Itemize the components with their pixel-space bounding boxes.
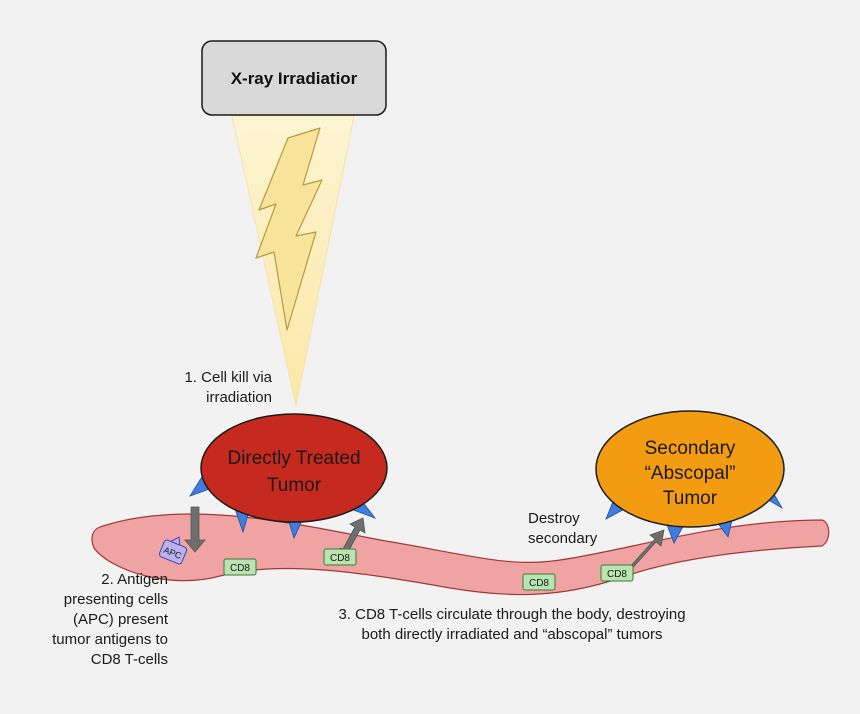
primary-tumor-label-line2: Tumor	[267, 475, 322, 496]
cd8-cell: CD8	[522, 573, 556, 591]
destroy-secondary-line2: secondary	[528, 530, 598, 547]
secondary-tumor	[595, 410, 785, 528]
step2-line: 2. Antigen	[101, 571, 168, 588]
cd8-cell: CD8	[223, 558, 257, 576]
step2-label: 2. Antigen presenting cells (APC) presen…	[52, 571, 169, 668]
cd8-label: CD8	[230, 563, 250, 574]
step1-label-line1: 1. Cell kill via	[184, 369, 272, 386]
step3-label-line1: 3. CD8 T-cells circulate through the bod…	[338, 606, 685, 623]
primary-tumor	[200, 413, 388, 523]
cd8-cell: CD8	[600, 564, 634, 582]
blood-vessel	[91, 513, 830, 596]
step3-label-line2: both directly irradiated and “abscopal” …	[362, 626, 663, 643]
arrow-up-icon	[621, 529, 665, 573]
cd8-label: CD8	[607, 569, 627, 580]
step2-line: presenting cells	[64, 591, 168, 608]
destroy-secondary-line1: Destroy	[528, 510, 580, 527]
step2-line: (APC) present	[73, 611, 169, 628]
arrow-down-icon	[184, 506, 206, 553]
cd8-label: CD8	[529, 578, 549, 589]
apc-cell: APC	[158, 536, 188, 565]
xray-irradiator-label: X-ray Irradiatior	[231, 69, 358, 88]
step1-label-line2: irradiation	[206, 389, 272, 406]
secondary-tumor-label-line1: Secondary	[645, 438, 736, 459]
lightning-bolt-icon	[255, 127, 323, 331]
step2-line: CD8 T-cells	[91, 651, 168, 668]
arrows	[184, 506, 665, 573]
secondary-tumor-label-line3: Tumor	[663, 488, 718, 509]
secondary-tumor-label-line2: “Abscopal”	[645, 463, 736, 484]
cd8-label: CD8	[330, 553, 350, 564]
xray-irradiator-box	[201, 40, 387, 116]
primary-tumor-label-line1: Directly Treated	[227, 448, 360, 469]
cd8-cell: CD8	[323, 548, 357, 566]
arrow-up-icon	[339, 517, 366, 553]
step2-line: tumor antigens to	[52, 631, 168, 648]
